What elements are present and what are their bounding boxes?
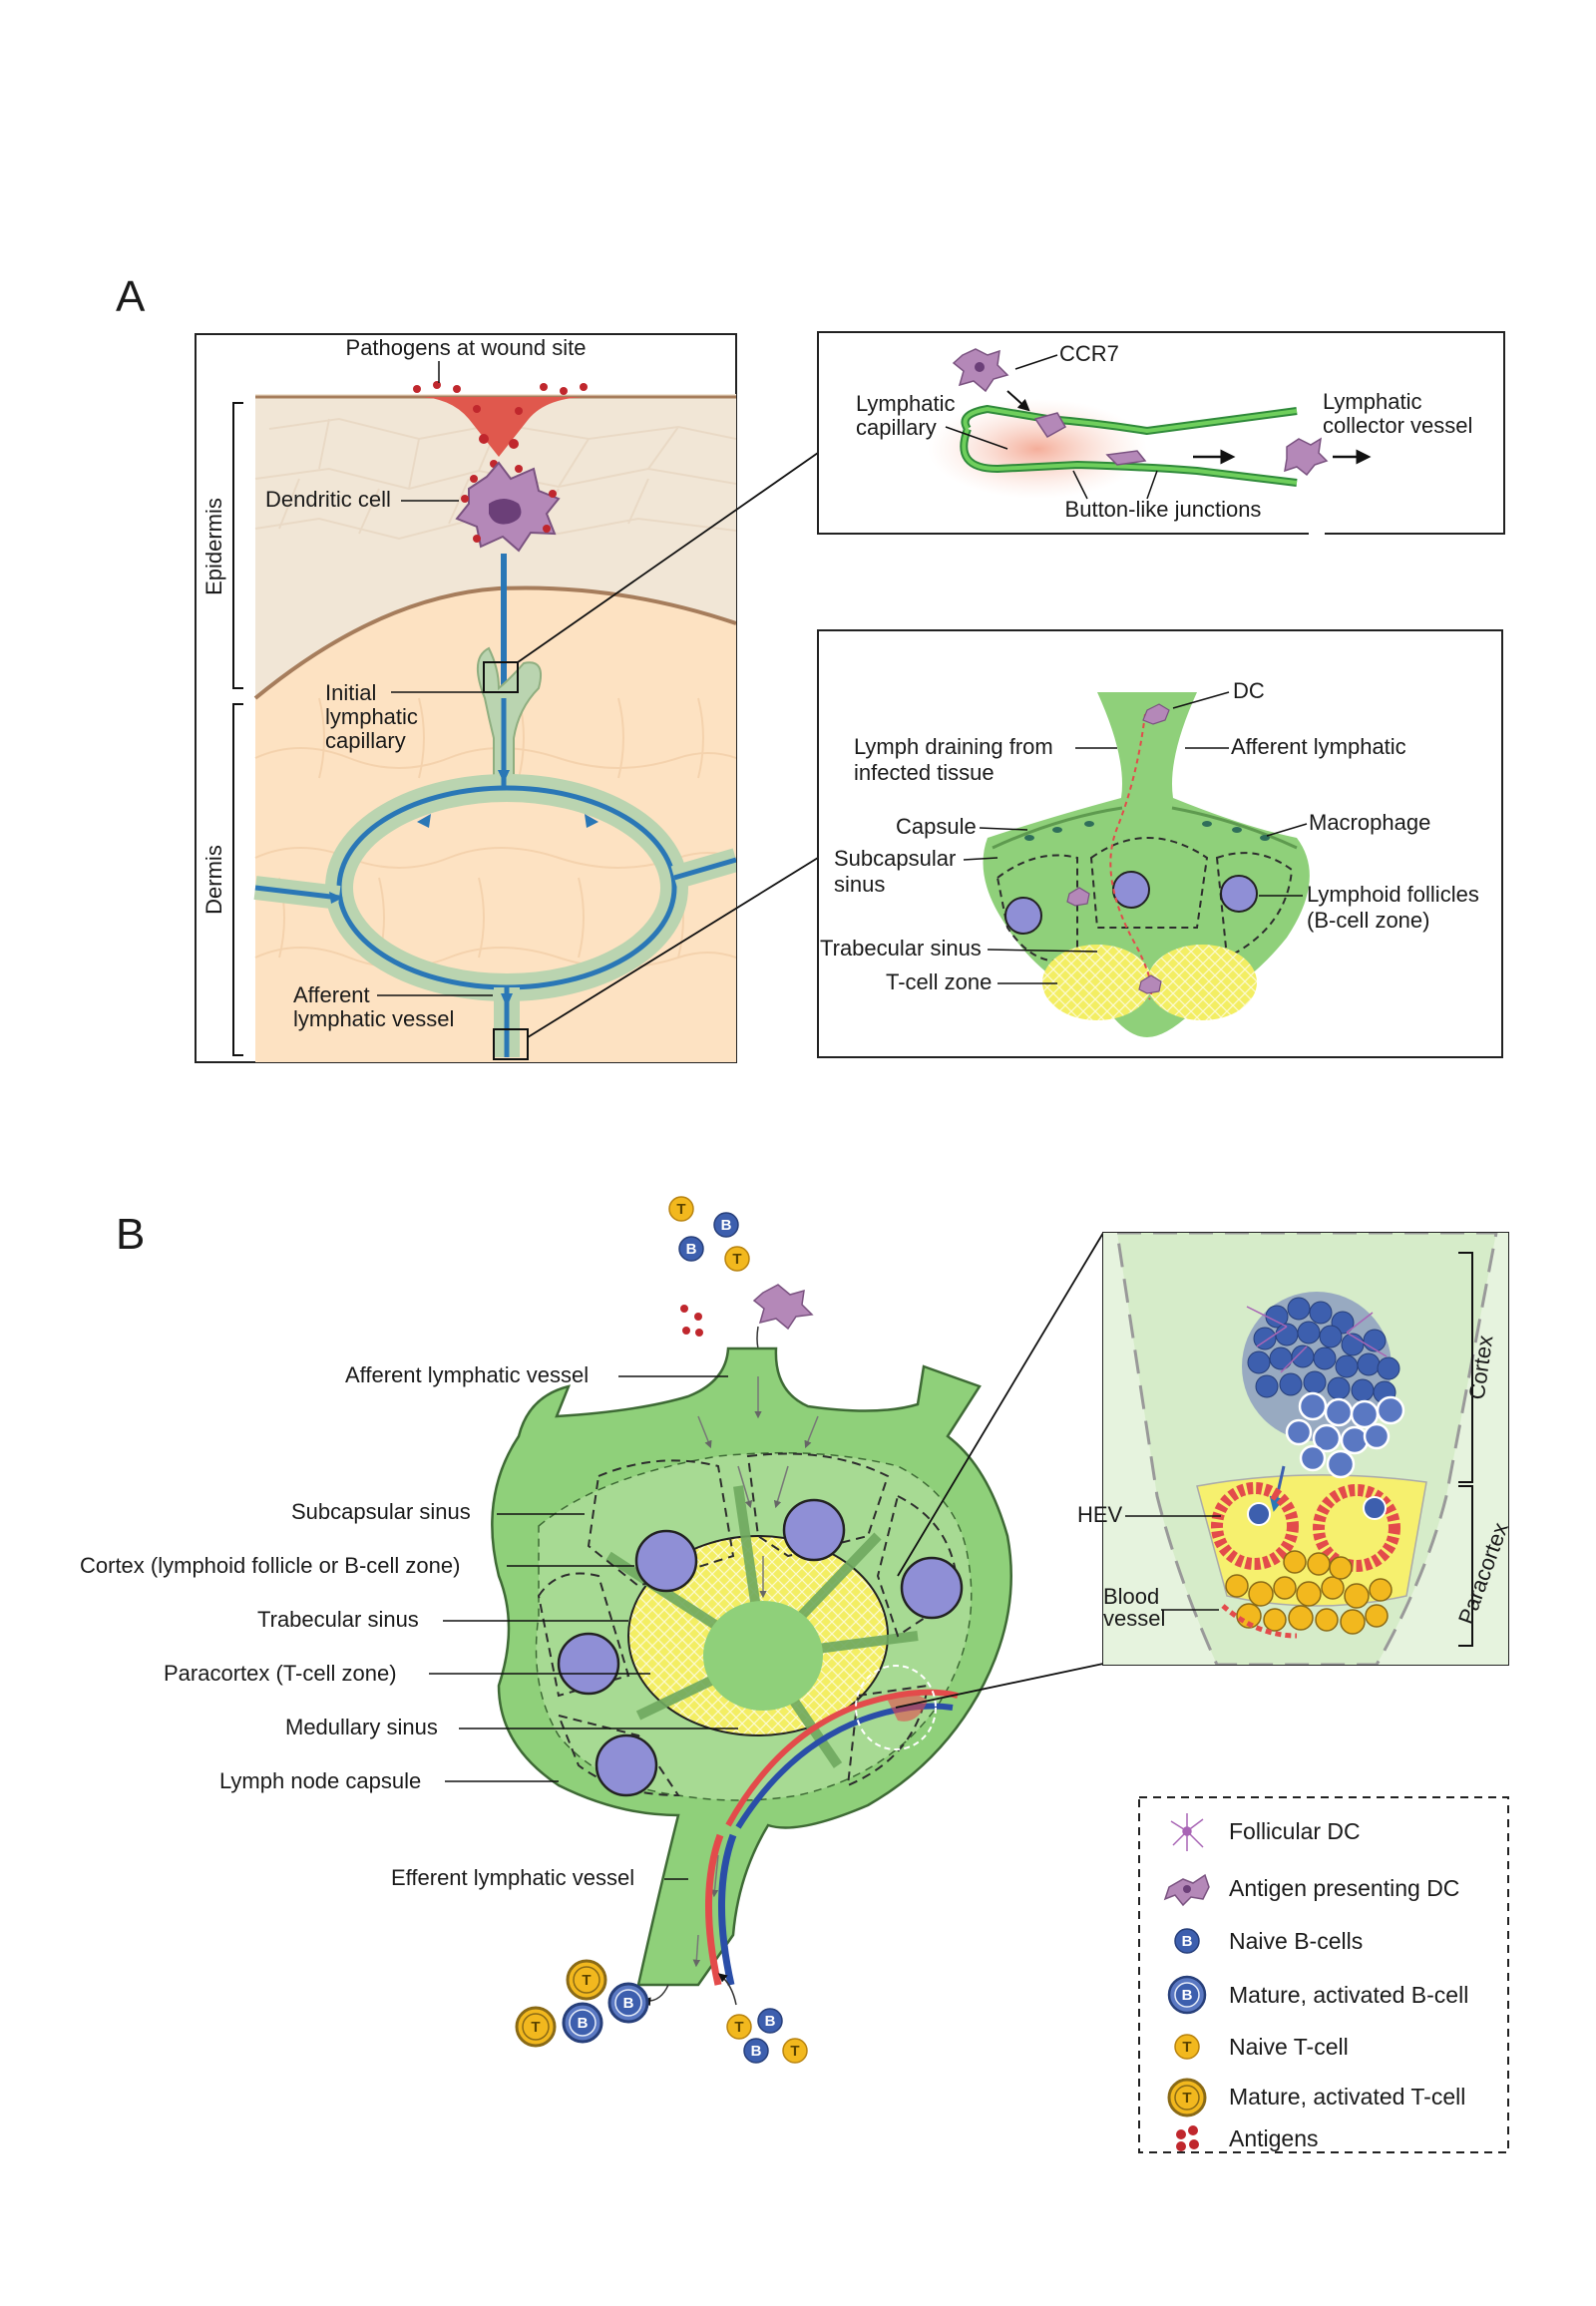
afferent-vessel-label-1: Afferent bbox=[293, 982, 370, 1007]
label-afferent-vessel: Afferent lymphatic vessel bbox=[345, 1362, 589, 1387]
lymph-node-inset: DC Lymph draining from infected tissue A… bbox=[817, 629, 1503, 1058]
cell-glyph-b: B bbox=[751, 2043, 762, 2060]
cell-glyph-t: T bbox=[790, 2043, 799, 2060]
cell-glyph-b: B bbox=[1182, 1933, 1193, 1950]
follicular-dc-icon bbox=[1170, 1813, 1204, 1851]
cell-glyph-t: T bbox=[582, 1972, 591, 1989]
ccr7-label: CCR7 bbox=[1059, 341, 1119, 366]
panel-a-letter: A bbox=[116, 272, 146, 321]
lymphoid-follicles-label-1: Lymphoid follicles bbox=[1307, 882, 1479, 907]
subcapsular-sinus-label-1: Subcapsular bbox=[834, 846, 956, 871]
hev-label: HEV bbox=[1077, 1502, 1123, 1527]
lymphatic-capillary-label-1: Lymphatic bbox=[856, 391, 955, 416]
legend-mature-b-cell: Mature, activated B-cell bbox=[1229, 1982, 1468, 2008]
mature-t-cell-icon: T bbox=[1167, 2078, 1207, 2117]
b-cell-follicles bbox=[557, 1498, 964, 1797]
afferent-lymphatic-label: Afferent lymphatic bbox=[1231, 734, 1406, 759]
blood-vessel-label-1: Blood bbox=[1103, 1584, 1159, 1609]
collector-vessel-label-1: Lymphatic bbox=[1323, 389, 1421, 414]
label-trabecular-sinus: Trabecular sinus bbox=[257, 1607, 419, 1632]
label-cortex: Cortex (lymphoid follicle or B-cell zone… bbox=[80, 1553, 460, 1578]
lymph-draining-label-2: infected tissue bbox=[854, 760, 995, 785]
skin-section-diagram: Epidermis Dermis Pathogens at wound site… bbox=[195, 333, 737, 1063]
legend-naive-b-cells: Naive B-cells bbox=[1229, 1928, 1363, 1954]
dc-label: DC bbox=[1233, 678, 1265, 703]
cell-glyph-t: T bbox=[1182, 2039, 1191, 2056]
lymphatic-capillary-inset: CCR7 Lymphatic capillary Lymphatic colle… bbox=[817, 331, 1505, 539]
t-cell-zone-label: T-cell zone bbox=[886, 969, 992, 994]
pathogens-label: Pathogens at wound site bbox=[346, 335, 587, 360]
cell-glyph-b: B bbox=[765, 2013, 776, 2030]
dermis-label: Dermis bbox=[201, 845, 226, 915]
cell-glyph-b: B bbox=[686, 1241, 697, 1258]
panel-b-labels: Afferent lymphatic vessel Subcapsular si… bbox=[80, 1362, 738, 1890]
cell-glyph-b: B bbox=[721, 1217, 732, 1234]
legend-antigen-presenting-dc: Antigen presenting DC bbox=[1229, 1875, 1459, 1901]
label-efferent-vessel: Efferent lymphatic vessel bbox=[391, 1865, 634, 1890]
initial-capillary-label-3: capillary bbox=[325, 728, 406, 753]
trabecular-sinus-label: Trabecular sinus bbox=[820, 936, 982, 961]
legend-naive-t-cell: Naive T-cell bbox=[1229, 2034, 1349, 2060]
button-junctions-label: Button-like junctions bbox=[1065, 497, 1262, 522]
cortex-paracortex-zoom: Cortex Paracortex HEV Blood vessel bbox=[1077, 1232, 1513, 1666]
label-medullary-sinus: Medullary sinus bbox=[285, 1715, 438, 1739]
legend: Follicular DC Antigen presenting DC B Na… bbox=[1138, 1796, 1509, 2153]
dendritic-cell-icon bbox=[455, 461, 561, 553]
t-cell-cluster bbox=[1225, 1550, 1393, 1635]
subcapsular-sinus-label-2: sinus bbox=[834, 872, 885, 897]
legend-follicular-dc: Follicular DC bbox=[1229, 1818, 1361, 1844]
afferent-vessel-label-2: lymphatic vessel bbox=[293, 1006, 454, 1031]
label-lymph-node-capsule: Lymph node capsule bbox=[219, 1768, 421, 1793]
mature-b-cells bbox=[1285, 1391, 1405, 1479]
lymph-node-diagram bbox=[491, 1346, 1012, 1987]
antigens-icon bbox=[1176, 2125, 1199, 2151]
lymphatic-capillary-label-2: capillary bbox=[856, 415, 937, 440]
efferent-cells: T B B T T B B T bbox=[515, 1959, 808, 2064]
label-subcapsular-sinus: Subcapsular sinus bbox=[291, 1499, 471, 1524]
naive-t-cell-icon: T bbox=[1174, 2034, 1200, 2060]
cell-glyph-t: T bbox=[531, 2019, 540, 2036]
ccr7-dc-icon bbox=[952, 348, 1009, 393]
cell-glyph-t: T bbox=[676, 1201, 685, 1218]
cell-glyph-t: T bbox=[734, 2019, 743, 2036]
cell-glyph-b: B bbox=[1182, 1987, 1193, 2004]
capsule-label: Capsule bbox=[896, 814, 977, 839]
blood-vessel-label-2: vessel bbox=[1103, 1606, 1165, 1631]
collector-vessel-label-2: collector vessel bbox=[1323, 413, 1472, 438]
lymph-draining-label-1: Lymph draining from bbox=[854, 734, 1053, 759]
initial-capillary-label-2: lymphatic bbox=[325, 704, 418, 729]
dendritic-cell-label: Dendritic cell bbox=[265, 487, 391, 512]
lymphatic-vessel-network bbox=[253, 646, 736, 1057]
epidermis-label: Epidermis bbox=[201, 498, 226, 595]
label-paracortex: Paracortex (T-cell zone) bbox=[164, 1661, 397, 1686]
b-cell-cluster bbox=[1247, 1297, 1400, 1404]
cell-glyph-b: B bbox=[578, 2015, 589, 2032]
incoming-cells: T B B T bbox=[668, 1196, 814, 1364]
mature-b-cell-icon: B bbox=[1167, 1975, 1207, 2015]
lymphoid-follicles-label-2: (B-cell zone) bbox=[1307, 908, 1429, 933]
panel-b-letter: B bbox=[116, 1210, 145, 1259]
legend-mature-t-cell: Mature, activated T-cell bbox=[1229, 2084, 1465, 2110]
cell-glyph-t: T bbox=[732, 1251, 741, 1268]
cell-glyph-b: B bbox=[623, 1995, 634, 2012]
naive-b-cell-icon: B bbox=[1174, 1928, 1200, 1954]
initial-capillary-label-1: Initial bbox=[325, 680, 376, 705]
antigen-presenting-dc-icon bbox=[1163, 1873, 1210, 1907]
legend-antigens: Antigens bbox=[1229, 2125, 1319, 2151]
cell-glyph-t: T bbox=[1182, 2090, 1191, 2107]
macrophage-label: Macrophage bbox=[1309, 810, 1430, 835]
